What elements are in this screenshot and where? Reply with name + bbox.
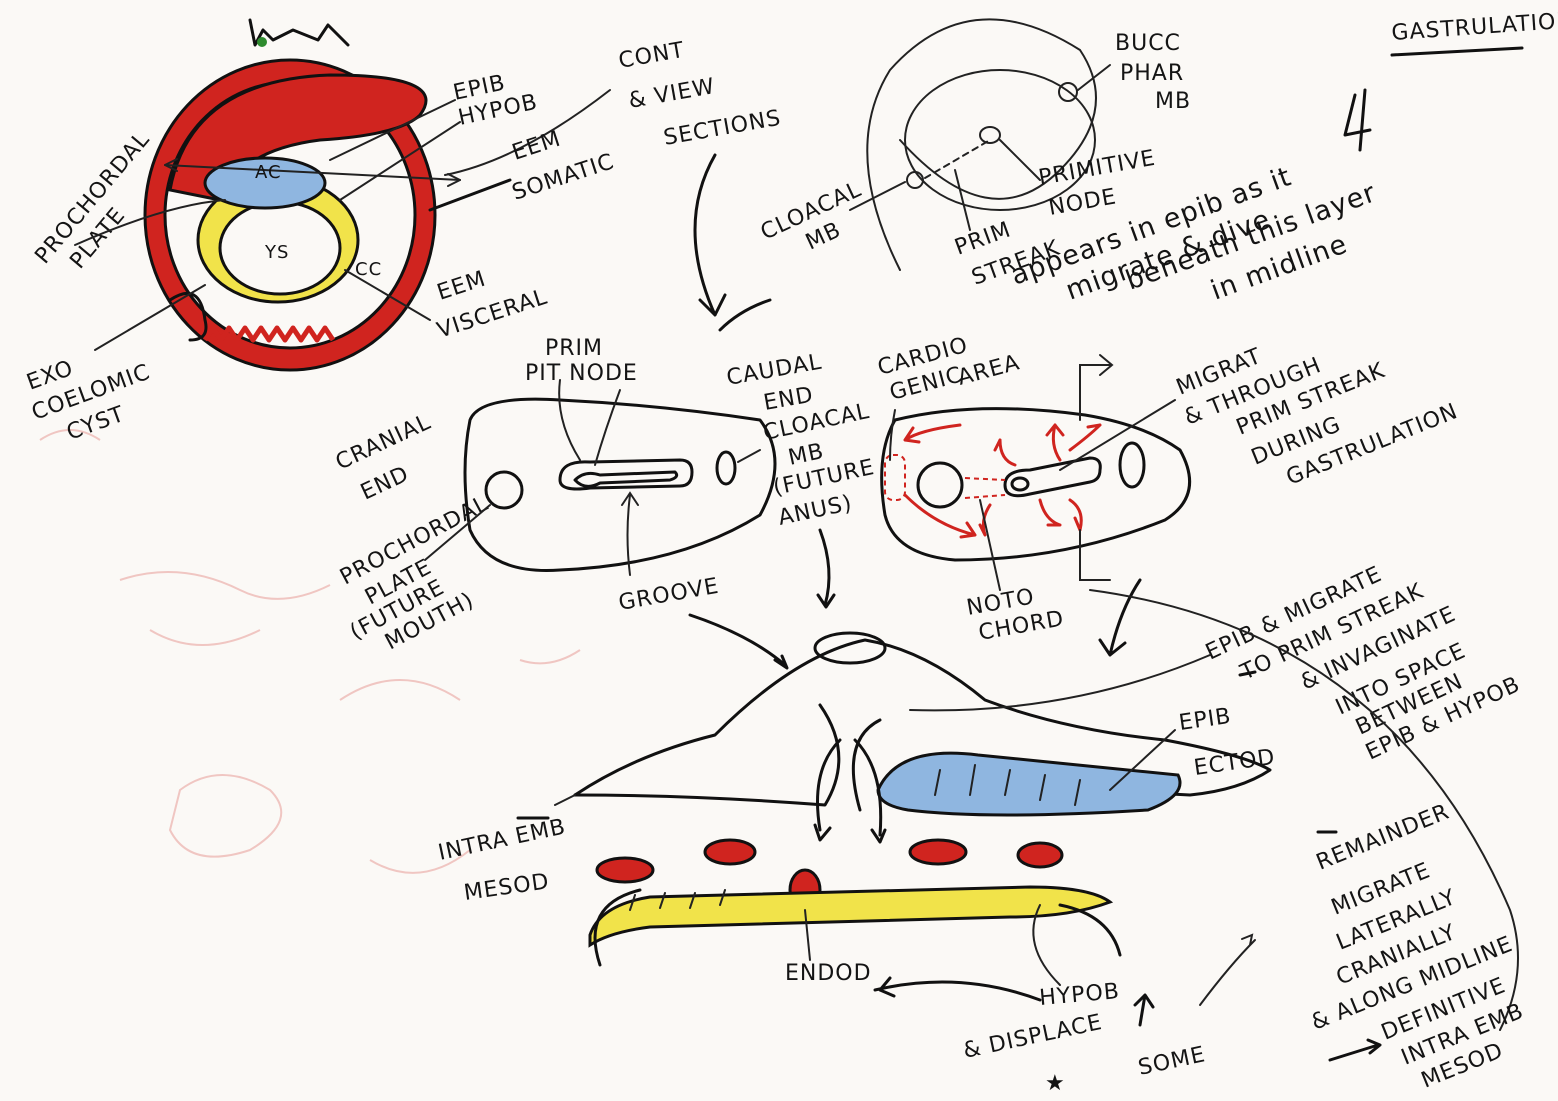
cranial-label-1: CRANIAL xyxy=(332,410,435,476)
mesoderm-cell-2 xyxy=(705,840,755,864)
primitive-label-2: NODE xyxy=(1047,184,1119,221)
amniotic-cavity-label: AC xyxy=(255,162,282,183)
hypoblast-layer xyxy=(590,887,1110,945)
sections-label: SECTIONS xyxy=(662,106,783,151)
prim-label-2: PIT NODE xyxy=(525,361,638,386)
some-label: SOME xyxy=(1136,1042,1208,1081)
epiblast-right-inner xyxy=(853,720,880,810)
migration-arrow-4 xyxy=(1047,425,1063,460)
primitive-label-1: PRIMITIVE xyxy=(1037,146,1158,191)
green-dot xyxy=(257,37,267,47)
chorionic-cavity-label: CC xyxy=(355,259,382,280)
bilaminar-disc-drawing xyxy=(145,20,460,370)
ectod-label: ECTOD xyxy=(1192,745,1277,781)
star-mark: ★ xyxy=(1045,1071,1066,1096)
migration-arrow-1 xyxy=(905,425,960,442)
eem-visceral-label-1: EEM xyxy=(434,267,489,306)
migration-arrow-2 xyxy=(905,495,975,537)
cont-label: CONT xyxy=(617,38,687,74)
dorsal-view-disc xyxy=(465,380,775,575)
remainder-arrow xyxy=(1330,1040,1380,1060)
up-arrow-right xyxy=(1080,355,1112,420)
prim-label-1: PRIM xyxy=(545,336,603,361)
eem-somatic-label-1: EEM xyxy=(509,127,564,166)
migration-arrow-5 xyxy=(1070,425,1100,450)
invagination-arrow-left xyxy=(815,740,840,840)
title-underline xyxy=(1392,48,1522,55)
intra-emb-pointer xyxy=(555,795,575,805)
epib-label-section: EPIB xyxy=(1177,704,1233,736)
notochord-dashes xyxy=(965,478,1005,498)
remainder-1: REMAINDER xyxy=(1313,799,1453,875)
migration-arrow-3 xyxy=(995,440,1015,465)
primitive-streak xyxy=(925,140,990,178)
migration-arrow-8 xyxy=(1070,500,1081,530)
primitive-pit-section xyxy=(815,633,885,663)
mesoderm-cell-4 xyxy=(910,840,966,864)
bucc-label-3: MB xyxy=(1155,89,1191,114)
noto-pointer xyxy=(980,500,1000,590)
bucc-pointer xyxy=(1078,65,1110,90)
bucc-label-2: PHAR xyxy=(1120,61,1184,86)
cloacal-membrane-mid xyxy=(717,452,735,484)
mesod-label: MESOD xyxy=(462,869,551,906)
mesoderm-cell-1 xyxy=(597,858,653,882)
endod-label: ENDOD xyxy=(785,961,872,986)
displace-arrow xyxy=(875,978,1040,1000)
node-right xyxy=(1012,478,1028,490)
primitive-node xyxy=(980,127,1000,143)
pit-pointer xyxy=(559,380,580,460)
cloacal-to-section-arrow xyxy=(818,530,834,607)
primitive-groove xyxy=(575,472,677,486)
some-arrow xyxy=(1200,935,1255,1005)
prochordal-plate-circle xyxy=(486,472,522,508)
groove-label: GROOVE xyxy=(617,574,721,616)
page-title: GASTRULATION xyxy=(1391,8,1558,46)
groove-to-section-arrow xyxy=(690,615,787,668)
epiblast-left-inner xyxy=(575,705,839,805)
ectoderm-layer xyxy=(878,753,1180,815)
cloacal-circle-right xyxy=(1120,443,1144,487)
primitive-pointer xyxy=(1000,140,1040,180)
cranial-label-2: END xyxy=(357,462,413,506)
hypob-label-section: HYPOB xyxy=(1038,979,1121,1011)
migration-arrow-7 xyxy=(1040,500,1060,525)
ghost-marks xyxy=(40,430,580,873)
prochordal-circle-right xyxy=(918,463,962,507)
mesoderm-cell-5 xyxy=(1018,843,1062,867)
note-squiggle xyxy=(1345,90,1370,150)
down-bracket-right xyxy=(1080,530,1110,580)
prim-streak-pointer xyxy=(955,170,970,230)
migrat-pointer xyxy=(1060,400,1175,470)
cloacal-mid-pointer xyxy=(738,450,760,462)
section-down-arrow xyxy=(1100,580,1140,655)
hypob-up-arrow xyxy=(1135,995,1153,1025)
cardiogenic-area xyxy=(885,455,905,500)
cardio-pointer xyxy=(890,410,895,460)
eem-somatic-pointer xyxy=(430,180,510,210)
cloacal-membrane xyxy=(907,172,923,188)
view-label: & VIEW xyxy=(627,74,717,114)
bucc-label-1: BUCC xyxy=(1115,31,1181,56)
intra-emb-label: INTRA EMB xyxy=(436,814,568,865)
displace-label: & DISPLACE xyxy=(961,1010,1105,1064)
epib-to-section-line xyxy=(910,655,1210,710)
cont-down-arrow xyxy=(695,155,770,330)
yolk-sac-label: YS xyxy=(264,242,289,263)
